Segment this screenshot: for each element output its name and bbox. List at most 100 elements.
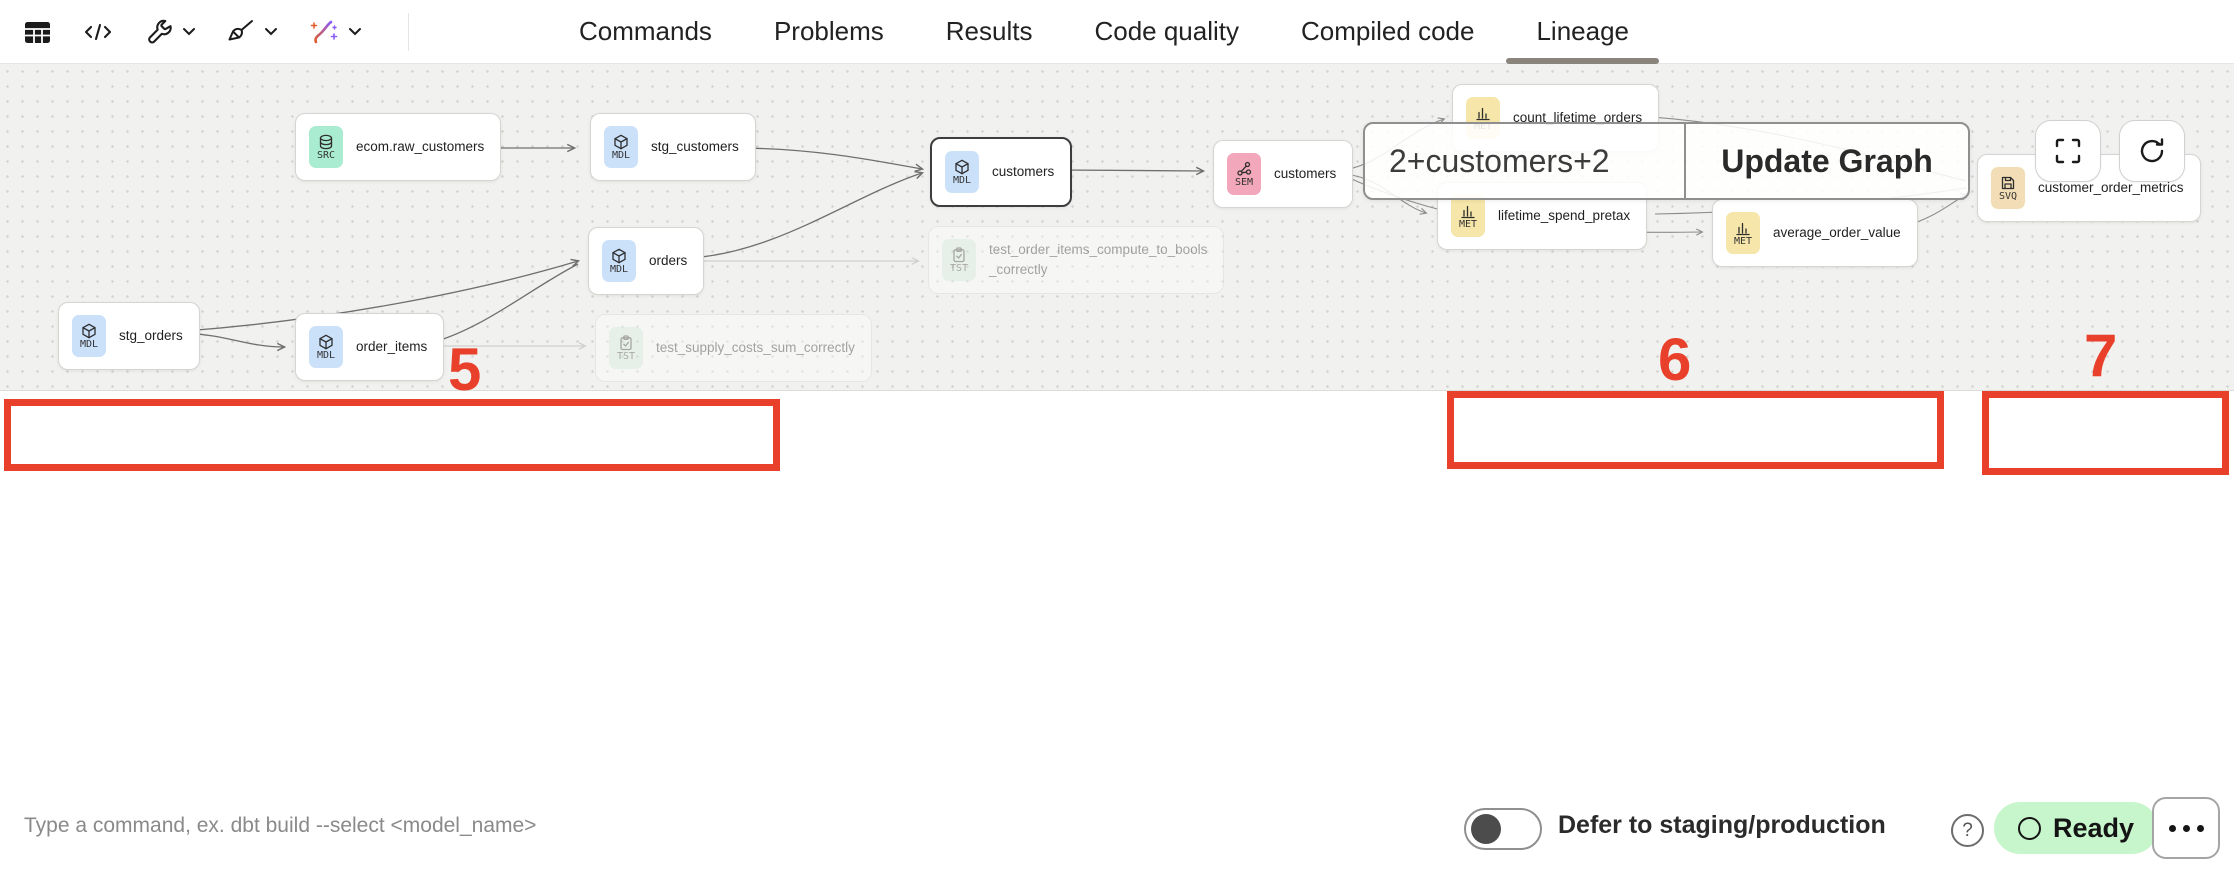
- bar-chart-icon: [1736, 222, 1750, 235]
- broom-icon: [228, 19, 253, 40]
- toolbar-separator: [408, 12, 409, 51]
- tab-commands[interactable]: Commands: [579, 16, 712, 46]
- lineage-node-customers[interactable]: MDL customers: [930, 137, 1073, 207]
- node-type-badge: MDL: [945, 151, 979, 193]
- clipboard-check-icon: [620, 334, 632, 350]
- code-icon: [84, 23, 112, 40]
- dot-icon: [2196, 824, 2204, 832]
- node-name-label: ecom.raw_customers: [356, 139, 485, 155]
- node-type-label: SRC: [316, 149, 336, 161]
- node-type-label: MDL: [79, 338, 99, 350]
- cube-icon: [955, 159, 969, 174]
- lineage-edge: [426, 263, 579, 345]
- saved-query-icon: [2001, 176, 2015, 189]
- panel-header: Commands Problems Results Code quality Compi…: [0, 0, 2234, 64]
- node-type-label: MDL: [952, 174, 972, 186]
- cube-icon: [614, 134, 628, 149]
- node-type-badge: MET: [1451, 195, 1485, 237]
- command-input[interactable]: [24, 795, 744, 857]
- node-name-label: customers: [992, 164, 1055, 180]
- node-type-label: SVQ: [1998, 190, 2018, 202]
- node-type-badge: TST: [942, 239, 976, 281]
- lineage-edge: [184, 261, 578, 332]
- node-type-label: SEM: [1234, 176, 1254, 188]
- tab-results[interactable]: Results: [945, 16, 1033, 46]
- lineage-node-test-order-items[interactable]: TST test_order_items_compute_to_bools _co…: [928, 226, 1225, 294]
- refresh-graph-button[interactable]: [2119, 120, 2185, 182]
- fullscreen-icon: [2055, 138, 2081, 164]
- node-type-label: MET: [1733, 235, 1753, 247]
- node-type-badge: TST: [609, 327, 643, 369]
- node-type-badge: SVQ: [1991, 167, 2025, 209]
- tab-code-quality[interactable]: Code quality: [1094, 16, 1240, 46]
- node-type-label: MET: [1458, 218, 1478, 230]
- node-type-label: TST: [949, 262, 969, 274]
- lineage-node-stg-orders[interactable]: MDL stg_orders: [58, 302, 200, 370]
- active-tab-underline: [1506, 57, 1659, 64]
- lineage-node-order-items[interactable]: MDL order_items: [295, 313, 445, 381]
- ready-status-label: Ready: [2053, 812, 2135, 843]
- node-type-badge: MDL: [602, 240, 636, 282]
- lineage-edge: [687, 173, 922, 259]
- lineage-node-average-order-value[interactable]: MET average_order_value: [1712, 199, 1918, 267]
- node-name-label: stg_orders: [119, 328, 183, 344]
- tab-compiled-code[interactable]: Compiled code: [1301, 16, 1475, 46]
- table-icon: [25, 21, 50, 43]
- cube-icon: [612, 248, 626, 263]
- lineage-node-ecom-raw-customers[interactable]: SRC ecom.raw_customers: [295, 113, 502, 181]
- lineage-node-orders[interactable]: MDL orders: [588, 227, 705, 295]
- fullscreen-button[interactable]: [2035, 120, 2101, 182]
- node-type-badge: SEM: [1227, 153, 1261, 195]
- bar-chart-icon: [1476, 107, 1490, 120]
- node-name-label: count_lifetime_orders: [1513, 110, 1643, 126]
- defer-toggle-label: Defer to staging/production: [1558, 810, 1886, 839]
- node-name-label: test_order_items_compute_to_bools _corre…: [989, 242, 1208, 277]
- command-bar: Defer to staging/production ? Ready: [0, 390, 2234, 859]
- node-name-label: customer_order_metrics: [2038, 180, 2184, 196]
- help-icon[interactable]: ?: [1951, 814, 1984, 847]
- ready-status-button[interactable]: Ready: [1994, 802, 2159, 854]
- cube-icon: [319, 334, 333, 349]
- node-type-label: MDL: [609, 263, 629, 275]
- refresh-icon: [2140, 138, 2164, 163]
- bar-chart-icon: [1461, 205, 1475, 218]
- defer-toggle[interactable]: [1464, 808, 1542, 850]
- code-editor-button[interactable]: [82, 17, 114, 47]
- update-graph-button[interactable]: Update Graph: [1721, 142, 1933, 179]
- database-icon: [319, 134, 333, 149]
- wand-icon: [310, 20, 338, 43]
- editor-toolbar: [0, 12, 409, 51]
- cube-icon: [82, 323, 96, 338]
- status-circle-icon: [2018, 816, 2041, 840]
- table-view-button[interactable]: [22, 17, 52, 47]
- panel-tabs: Commands Problems Results Code quality Compi…: [579, 0, 1659, 64]
- tab-problems[interactable]: Problems: [773, 16, 884, 46]
- chevron-down-icon: [265, 28, 277, 36]
- node-type-badge: MDL: [309, 326, 343, 368]
- node-type-badge: SRC: [309, 126, 343, 168]
- build-tools-button[interactable]: [144, 17, 196, 47]
- cleanup-tools-button[interactable]: [226, 17, 278, 47]
- node-type-label: MDL: [611, 149, 631, 161]
- node-name-label: average_order_value: [1773, 225, 1901, 241]
- node-name-label: order_items: [356, 339, 428, 355]
- ai-assist-button[interactable]: [308, 16, 362, 48]
- toggle-knob: [1471, 814, 1501, 844]
- node-type-label: MDL: [316, 349, 336, 361]
- lineage-edge: [741, 147, 922, 169]
- node-name-label: orders: [649, 253, 688, 269]
- dot-icon: [2168, 824, 2176, 832]
- more-options-button[interactable]: [2152, 797, 2220, 859]
- lineage-selector-input[interactable]: 2+customers+2: [1365, 124, 1686, 198]
- chevron-down-icon: [349, 28, 361, 36]
- node-name-label: lifetime_spend_pretax: [1498, 208, 1631, 224]
- chevron-down-icon: [183, 28, 195, 36]
- lineage-selector-popover: 2+customers+2 Update Graph: [1363, 122, 1970, 200]
- tab-lineage[interactable]: Lineage: [1506, 0, 1659, 64]
- wrench-icon: [148, 19, 172, 43]
